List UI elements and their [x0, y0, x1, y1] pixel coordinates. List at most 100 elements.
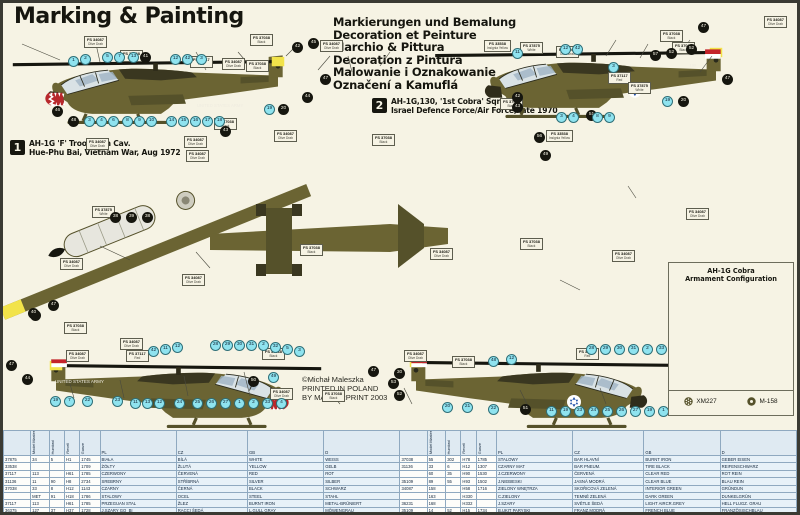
part-callout-44-b[interactable]: 44	[22, 374, 33, 385]
decal-callout-15[interactable]: 15	[178, 116, 189, 127]
part-callout-52[interactable]: 52	[666, 48, 677, 59]
decal-callout-12-b[interactable]: 12	[560, 44, 571, 55]
decal-callout-14[interactable]: 14	[166, 116, 177, 127]
decal-callout-11-d[interactable]: 11	[160, 344, 171, 355]
decal-callout-22[interactable]: 22	[82, 396, 93, 407]
part-callout-47[interactable]: 47	[320, 74, 331, 85]
decal-callout-42-b[interactable]: 42	[572, 44, 583, 55]
decal-callout-12-c[interactable]: 12	[154, 398, 165, 409]
decal-callout-11-c[interactable]: 11	[130, 398, 141, 409]
decal-callout-2[interactable]: 2	[80, 54, 91, 65]
decal-callout-12-e[interactable]: 12	[506, 354, 517, 365]
decal-callout-28-b[interactable]: 28	[586, 344, 597, 355]
part-callout-45[interactable]: 45	[308, 38, 319, 49]
part-callout-47-d[interactable]: 47	[48, 300, 59, 311]
decal-callout-42-d[interactable]: 42	[148, 346, 159, 357]
part-callout-49[interactable]: 49	[540, 150, 551, 161]
part-callout-53[interactable]: 53	[388, 378, 399, 389]
decal-callout-11-b[interactable]: 11	[512, 48, 523, 59]
decal-callout-8[interactable]: 8	[122, 116, 133, 127]
decal-callout-30-b[interactable]: 30	[614, 344, 625, 355]
decal-callout-3[interactable]: 3	[196, 54, 207, 65]
part-callout-20[interactable]: 20	[278, 104, 289, 115]
part-callout-50[interactable]: 50	[248, 376, 259, 387]
decal-callout-23-b[interactable]: 23	[574, 406, 585, 417]
decal-callout-22-b[interactable]: 22	[488, 404, 499, 415]
decal-callout-27-b[interactable]: 27	[630, 406, 641, 417]
decal-callout-2-d[interactable]: 2	[642, 344, 653, 355]
part-callout-47-e[interactable]: 47	[6, 360, 17, 371]
decal-callout-18[interactable]: 18	[214, 116, 225, 127]
decal-callout-25[interactable]: 25	[192, 398, 203, 409]
decal-callout-27[interactable]: 27	[220, 398, 231, 409]
part-callout-51-b[interactable]: 51	[520, 404, 531, 415]
decal-callout-19-d[interactable]: 19	[560, 406, 571, 417]
decal-callout-31[interactable]: 31	[246, 340, 257, 351]
decal-callout-1-b[interactable]: 1	[234, 398, 245, 409]
part-callout-42[interactable]: 42	[292, 42, 303, 53]
decal-callout-12[interactable]: 12	[170, 54, 181, 65]
decal-callout-24[interactable]: 24	[174, 398, 185, 409]
decal-callout-49-c[interactable]: 49	[268, 372, 279, 383]
part-callout-47-b[interactable]: 47	[698, 22, 709, 33]
part-callout-41[interactable]: 41	[140, 52, 151, 63]
part-callout-38-b[interactable]: 38	[142, 212, 153, 223]
decal-callout-17[interactable]: 17	[202, 116, 213, 127]
decal-callout-26-b[interactable]: 26	[616, 406, 627, 417]
decal-callout-19-b[interactable]: 19	[662, 96, 673, 107]
decal-callout-30[interactable]: 30	[234, 340, 245, 351]
decal-callout-29-b[interactable]: 29	[600, 344, 611, 355]
decal-callout-9-b[interactable]: 9	[604, 112, 615, 123]
decal-callout-3-c[interactable]: 3	[556, 112, 567, 123]
decal-callout-19[interactable]: 19	[264, 104, 275, 115]
decal-callout-20-c[interactable]: 20	[442, 402, 453, 413]
part-callout-52-c[interactable]: 52	[394, 390, 405, 401]
decal-callout-21[interactable]: 21	[462, 402, 473, 413]
part-callout-47-c[interactable]: 47	[722, 74, 733, 85]
decal-callout-5-b[interactable]: 5	[282, 344, 293, 355]
decal-callout-2-b[interactable]: 2	[248, 398, 259, 409]
decal-callout-7[interactable]: 7	[114, 52, 125, 63]
decal-callout-3b[interactable]: 3	[84, 116, 95, 127]
decal-callout-28[interactable]: 28	[210, 340, 221, 351]
part-callout-30[interactable]: 30	[394, 368, 405, 379]
decal-callout-19-e[interactable]: 19	[644, 406, 655, 417]
decal-callout-4-c[interactable]: 4	[276, 398, 287, 409]
decal-callout-8-b[interactable]: 8	[592, 112, 603, 123]
part-callout-52-b[interactable]: 52	[686, 44, 697, 55]
part-callout-56[interactable]: 56	[534, 132, 545, 143]
part-callout-57[interactable]: 57	[650, 50, 661, 61]
part-callout-20-b[interactable]: 20	[678, 96, 689, 107]
decal-callout-3-b[interactable]: 3	[608, 62, 619, 73]
decal-callout-2-c[interactable]: 2	[258, 340, 269, 351]
decal-callout-26[interactable]: 26	[206, 398, 217, 409]
decal-callout-25-b[interactable]: 25	[602, 406, 613, 417]
part-callout-43-b[interactable]: 43	[512, 102, 523, 113]
decal-callout-7-b[interactable]: 7	[64, 396, 75, 407]
decal-callout-6[interactable]: 6	[108, 116, 119, 127]
decal-callout-33[interactable]: 33	[262, 398, 273, 409]
part-callout-38-a[interactable]: 38	[110, 212, 121, 223]
decal-callout-12-d[interactable]: 12	[172, 342, 183, 353]
decal-callout-10[interactable]: 10	[146, 116, 157, 127]
part-callout-46[interactable]: 46	[52, 106, 63, 117]
decal-callout-29[interactable]: 29	[222, 340, 233, 351]
part-callout-40[interactable]: 40	[28, 308, 39, 319]
decal-callout-5[interactable]: 5	[102, 52, 113, 63]
decal-callout-9[interactable]: 9	[134, 116, 145, 127]
decal-callout-16[interactable]: 16	[190, 116, 201, 127]
decal-callout-3-d[interactable]: 3	[294, 346, 305, 357]
decal-callout-13[interactable]: 13	[128, 52, 139, 63]
decal-callout-48-b[interactable]: 48	[488, 356, 499, 367]
part-callout-39[interactable]: 39	[126, 212, 137, 223]
decal-callout-13-b[interactable]: 13	[142, 398, 153, 409]
part-callout-43[interactable]: 43	[220, 126, 231, 137]
decal-callout-42[interactable]: 42	[182, 54, 193, 65]
decal-callout-24-b[interactable]: 24	[588, 406, 599, 417]
decal-callout-1[interactable]: 1	[68, 56, 79, 67]
decal-callout-33-b[interactable]: 33	[656, 344, 667, 355]
decal-callout-23[interactable]: 23	[112, 396, 123, 407]
decal-callout-31-b[interactable]: 31	[628, 344, 639, 355]
decal-callout-4[interactable]: 4	[96, 116, 107, 127]
decal-callout-19-c[interactable]: 19	[50, 396, 61, 407]
